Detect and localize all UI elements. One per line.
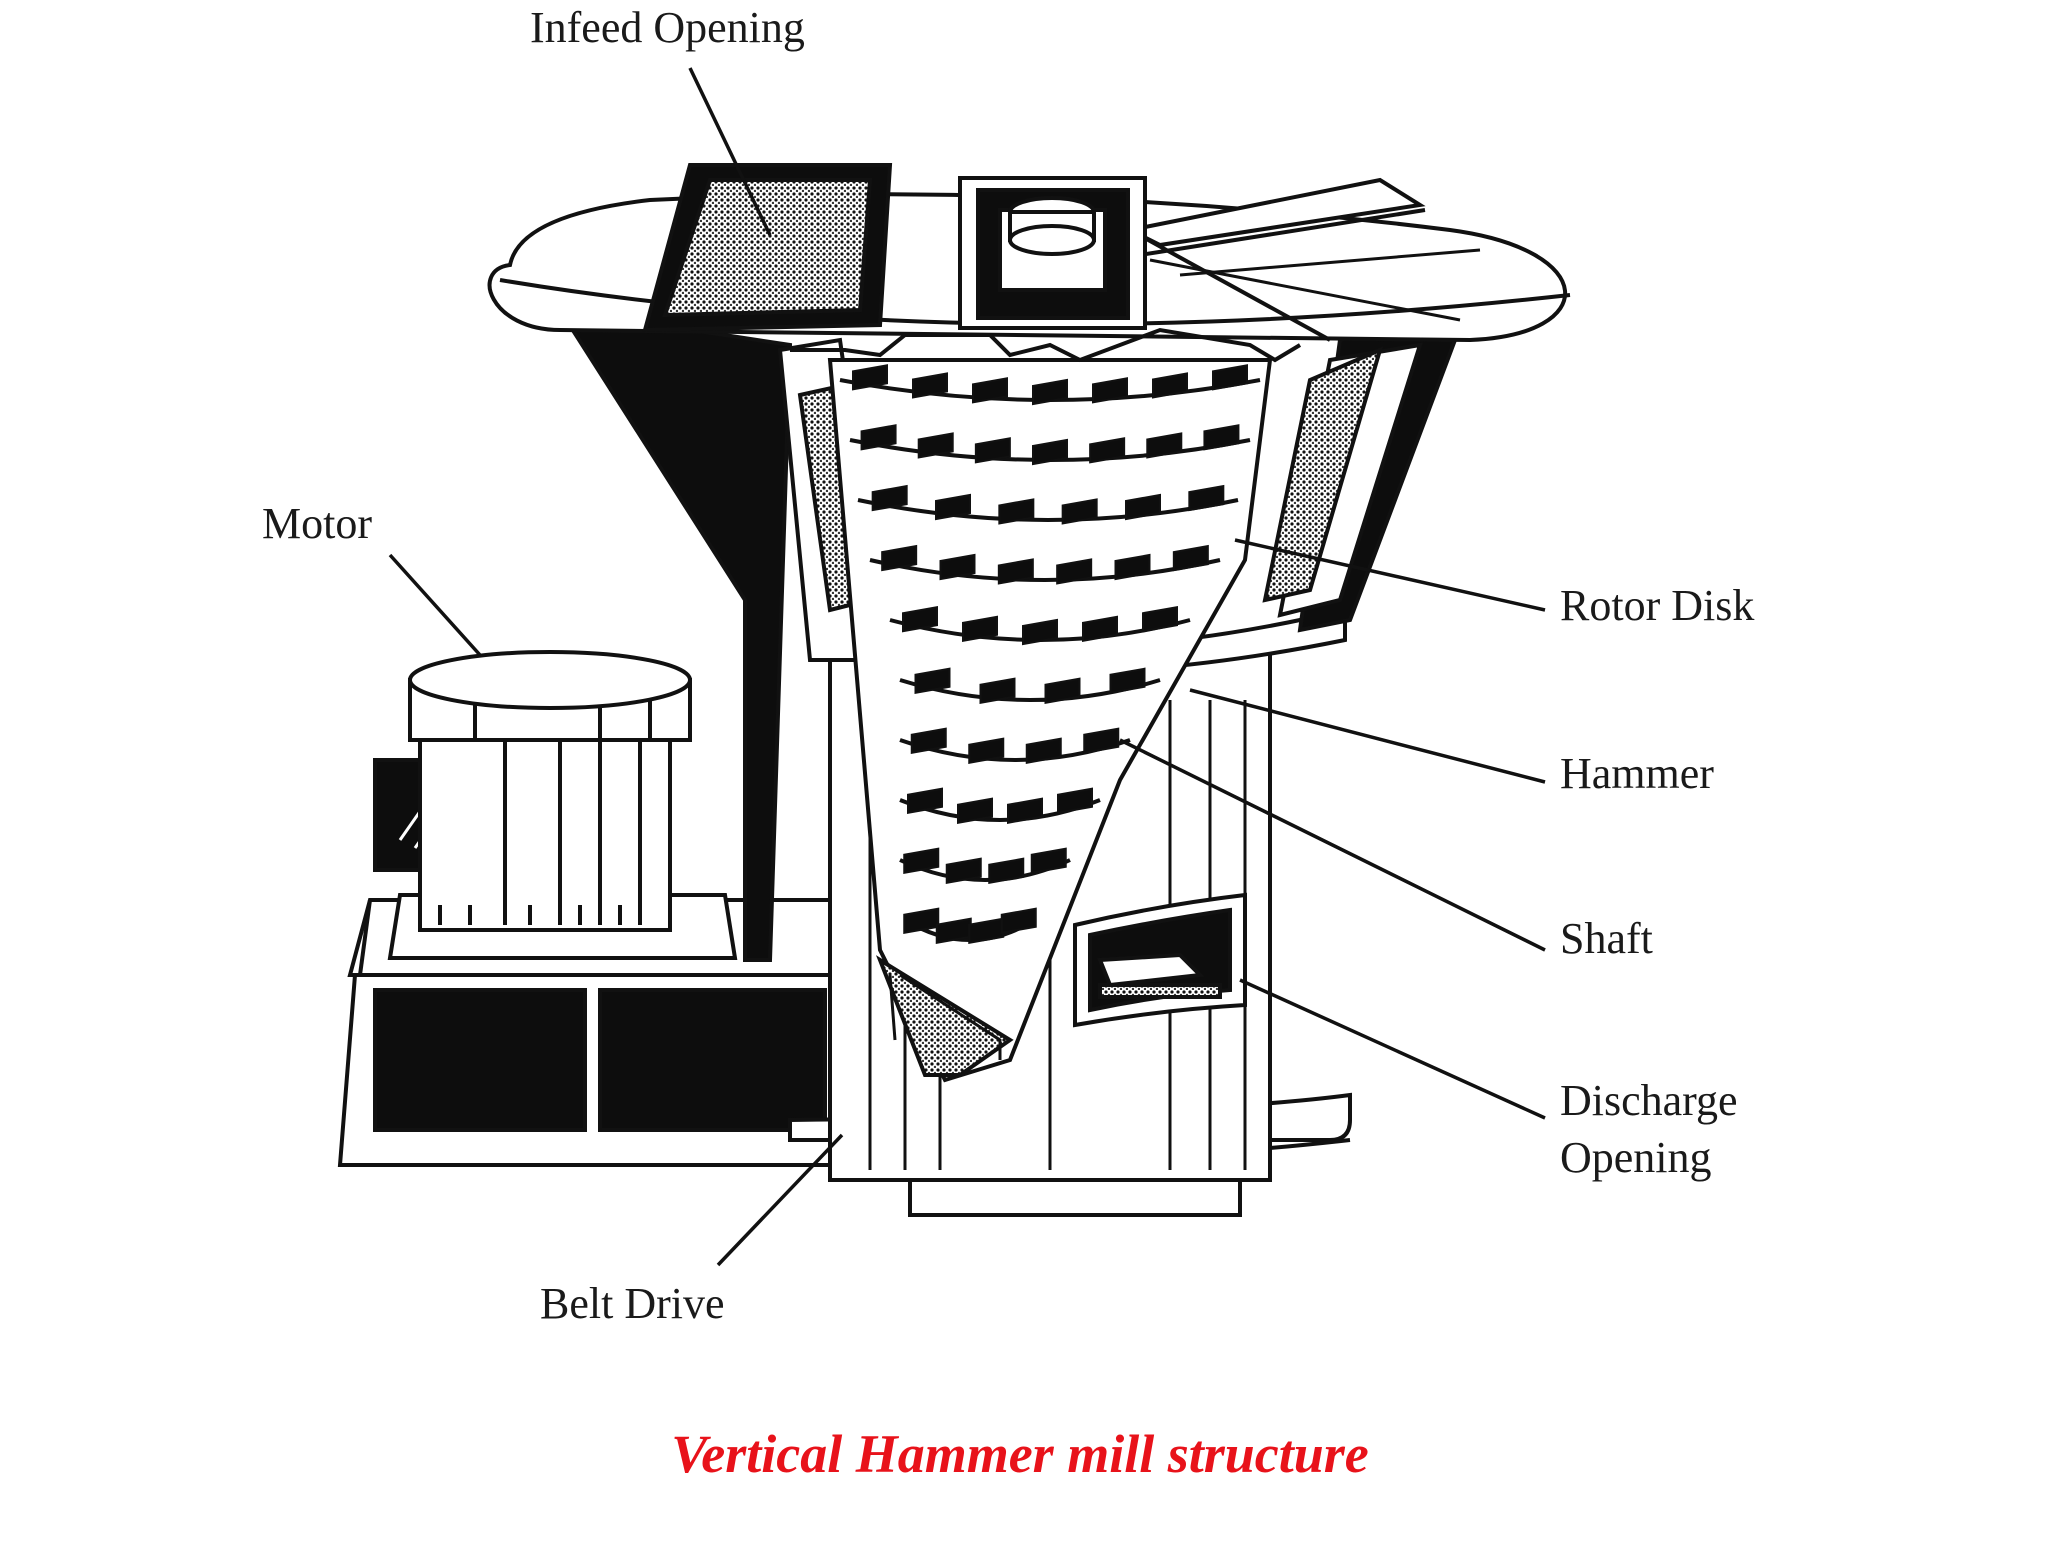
motor (373, 650, 692, 932)
hammer (1032, 378, 1068, 406)
rotor-disk (857, 498, 1239, 522)
hammer (910, 727, 947, 754)
hammer (914, 667, 951, 694)
hammer (1092, 377, 1128, 404)
hammer (939, 553, 976, 581)
hammer (957, 797, 993, 824)
label-hammer: Hammer (1560, 749, 1714, 798)
label-motor: Motor (262, 499, 372, 548)
hammer (935, 493, 971, 521)
leader-rotor-disk (1234, 538, 1546, 612)
hammer (1000, 907, 1037, 934)
hammer (1114, 553, 1151, 581)
hammer (1057, 787, 1093, 814)
hammer (1109, 667, 1146, 694)
hammer (912, 372, 948, 399)
hammer (1146, 432, 1183, 459)
leader-motor (388, 553, 482, 657)
mill-funnel (555, 296, 1474, 962)
hammer (1142, 606, 1178, 633)
leader-infeed (688, 67, 772, 236)
feed-chute (958, 176, 1147, 330)
infeed-opening (642, 163, 893, 333)
hammer (1089, 437, 1126, 464)
label-infeed-opening: Infeed Opening (530, 3, 805, 52)
hammer (1056, 558, 1093, 585)
hammer (945, 857, 982, 884)
hammer (1061, 498, 1098, 525)
leader-discharge (1239, 978, 1546, 1120)
leader-hammer (1189, 688, 1546, 784)
hammer (988, 857, 1025, 884)
hammer (907, 787, 943, 814)
hammer (1125, 493, 1161, 521)
hammer (972, 377, 1008, 404)
discharge-opening (1073, 892, 1247, 1028)
hammer (1083, 727, 1120, 754)
hammer (1030, 847, 1067, 874)
hammer (1082, 615, 1118, 642)
hammer (968, 737, 1005, 764)
hammer (902, 606, 938, 633)
hammer (1212, 364, 1248, 391)
hammer (881, 544, 918, 572)
hammers (852, 364, 1248, 944)
hammer (1172, 544, 1209, 572)
hammer (1032, 438, 1068, 466)
hammer (979, 677, 1016, 704)
hammer (974, 437, 1011, 464)
hammer (1007, 797, 1043, 824)
hammer (1044, 677, 1081, 704)
labels: Infeed Opening Motor Rotor Disk Hammer S… (262, 3, 1754, 1328)
motor-base (337, 893, 863, 1167)
hammer (1203, 424, 1240, 451)
hammer (917, 432, 954, 459)
hammer (852, 364, 888, 391)
leader-belt-drive (716, 1133, 844, 1267)
label-discharge-line1: Discharge (1560, 1076, 1738, 1125)
label-belt-drive: Belt Drive (540, 1279, 725, 1328)
label-discharge-line2: Opening (1560, 1133, 1712, 1182)
hammer (871, 484, 908, 512)
hammer (1152, 372, 1188, 399)
hammer (860, 424, 897, 451)
hammer (962, 615, 998, 642)
leader-lines (388, 67, 1546, 1267)
label-shaft: Shaft (1560, 914, 1653, 963)
label-rotor-disk: Rotor Disk (1560, 581, 1754, 630)
hammer (968, 917, 1005, 944)
hammer (903, 847, 940, 874)
hammer (1022, 618, 1058, 646)
leader-shaft (1119, 738, 1546, 952)
hammer (1188, 484, 1225, 512)
hammer (998, 498, 1035, 525)
hammer (997, 558, 1034, 585)
figure-caption: Vertical Hammer mill structure (671, 1424, 1369, 1484)
rotor-assembly (827, 358, 1273, 1083)
hammer (1025, 737, 1062, 764)
